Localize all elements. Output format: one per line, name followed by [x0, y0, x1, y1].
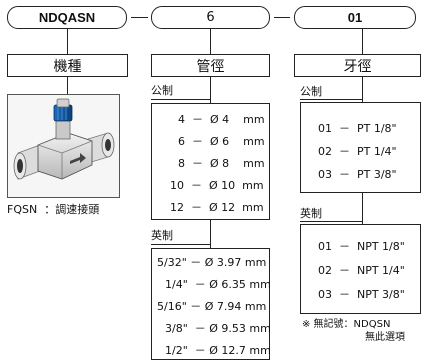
connector-model-2: [67, 77, 68, 94]
footnote-line-1: ※ 無記號：NDQSN: [302, 319, 391, 330]
thread-imperial-box: 01 － NPT 1/8" 02 － NPT 1/4" 03 － NPT 3/8…: [300, 224, 421, 314]
thread-metric-row: 02 － PT 1/4": [318, 145, 397, 158]
size-metric-row: 10 － Ø 10 mm: [170, 179, 264, 192]
thread-code-pill: 01: [294, 6, 416, 29]
thread-metric-rule: [300, 99, 362, 100]
thread-metric-row: 03 － PT 3/8": [318, 168, 397, 181]
size-code-pill: 6: [151, 6, 270, 29]
size-imperial-row: 1/4" － Ø 6.35 mm: [165, 278, 271, 291]
size-metric-box: 4 － Ø 4 mm 6 － Ø 6 mm 8 － Ø 8 mm 10 － Ø …: [151, 103, 270, 220]
connector-model: [67, 29, 68, 54]
footnote-line-2: 無此選項: [365, 332, 405, 343]
separator-dash-2: [274, 17, 290, 18]
thread-metric-row: 01 － PT 1/8": [318, 122, 397, 135]
size-metric-row: 8 － Ø 8 mm: [178, 157, 265, 170]
size-imperial-row: 5/16" － Ø 7.94 mm: [157, 300, 267, 313]
size-metric-row: 12 － Ø 12 mm: [170, 201, 264, 214]
size-metric-rule: [151, 99, 210, 100]
connector-size: [210, 29, 211, 54]
size-imperial-label: 英制: [151, 229, 173, 242]
thread-metric-label: 公制: [300, 85, 322, 98]
size-metric-row: 4 － Ø 4 mm: [178, 113, 265, 126]
thread-imperial-row: 01 － NPT 1/8": [318, 240, 405, 253]
separator-dash-1: [131, 17, 148, 18]
thread-header: 牙徑: [294, 54, 421, 77]
size-imperial-row: 1/2" － Ø 12.7 mm: [165, 344, 271, 357]
size-imperial-row: 5/32" － Ø 3.97 mm: [157, 256, 267, 269]
product-caption: FQSN ：調速接頭: [7, 203, 100, 216]
model-header: 機種: [7, 54, 128, 77]
size-imperial-rule: [151, 244, 210, 245]
thread-imperial-label: 英制: [300, 207, 322, 220]
size-imperial-row: 3/8" － Ø 9.53 mm: [165, 322, 271, 335]
thread-imperial-row: 02 － NPT 1/4": [318, 264, 405, 277]
size-metric-row: 6 － Ø 6 mm: [178, 135, 265, 148]
connector-thread: [362, 29, 363, 54]
size-metric-label: 公制: [151, 84, 173, 97]
model-code-pill: NDQASN: [7, 6, 127, 29]
thread-imperial-rule: [300, 221, 362, 222]
size-header: 管徑: [151, 54, 270, 77]
thread-imperial-row: 03 － NPT 3/8": [318, 288, 405, 301]
flow-control-valve-icon: [8, 95, 119, 197]
thread-metric-box: 01 － PT 1/8" 02 － PT 1/4" 03 － PT 3/8": [300, 102, 421, 193]
product-image: [7, 94, 120, 198]
size-imperial-box: 5/32" － Ø 3.97 mm 1/4" － Ø 6.35 mm 5/16"…: [151, 248, 271, 360]
